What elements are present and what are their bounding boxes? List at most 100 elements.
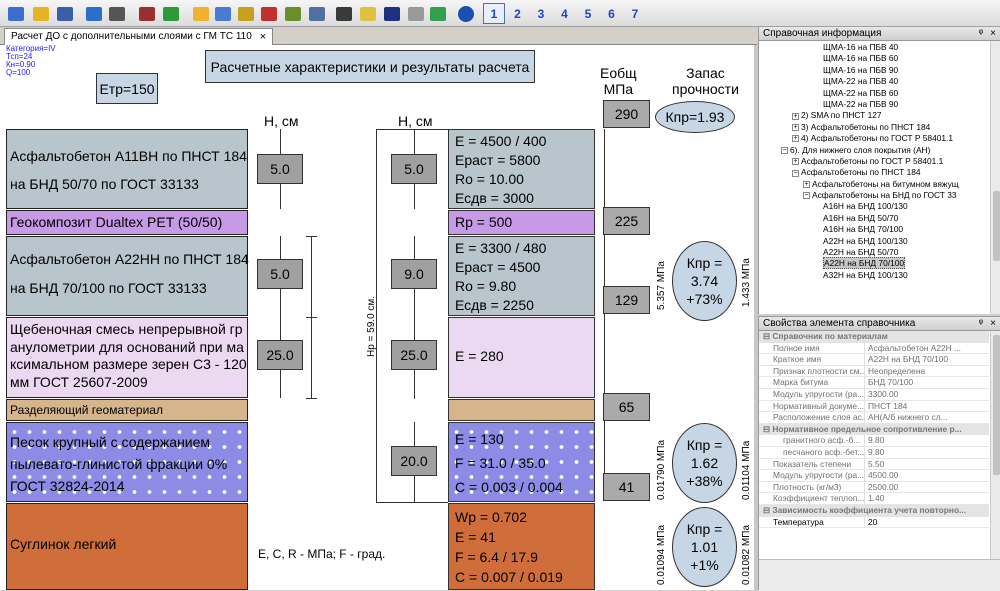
eobsh-value-4: 65 [603,393,650,421]
tree-scrollbar[interactable] [990,41,1000,314]
tree-item[interactable]: А16Н на БНД 70/100 [823,224,904,235]
units-note: E, C, R - МПа; F - град. [258,547,386,561]
property-category[interactable]: ⊟ Справочник по материалам [759,331,989,343]
property-row[interactable]: Плотность (кг/м3)2500.00 [759,481,989,494]
pin-icon[interactable]: ᵠ [978,28,984,39]
property-row[interactable]: Расположение слоя ас...АН(А/б нижнего сл… [759,412,989,424]
collapse-icon[interactable]: − [803,192,810,200]
property-row[interactable]: Модуль упругости (ра...3300.00 [759,388,989,401]
tree-item[interactable]: −Асфальтобетоны на БНД по ГОСТ 33 [803,190,957,201]
tree-item[interactable]: А32Н на БНД 100/130 [823,269,908,280]
expand-icon[interactable]: + [792,158,799,166]
expand-icon[interactable]: + [792,124,799,132]
expand-icon[interactable]: + [803,180,810,188]
weather-icon[interactable] [190,3,211,24]
tree-item[interactable]: −Асфальтобетоны по ПНСТ 184 [792,167,921,178]
check-1-right: 1.433 МПа [741,258,752,307]
save-icon[interactable] [54,3,75,24]
canvas-scrollbar[interactable] [754,45,758,590]
checkbox-icon[interactable] [427,3,448,24]
refresh-icon[interactable] [160,3,181,24]
layer-2-box[interactable]: Геокомпозит Dualtex PET (50/50) [6,210,248,235]
tree-item[interactable]: ЩМА-22 на ПБВ 90 [823,98,899,109]
info-category: Категория=IV [6,45,56,53]
tree-item[interactable]: +Асфальтобетоны на битумном вяжущ [803,178,959,189]
property-description [759,559,1000,591]
check-2-ellipse: Кпр = 1.62+38% [672,423,737,503]
tree-item[interactable]: +4) Асфальтобетоны по ГОСТ Р 58401.1 [792,133,954,144]
page-button-1[interactable]: 1 [483,3,505,24]
tree-item[interactable]: А16Н на БНД 50/70 [823,212,899,223]
wheel-icon[interactable] [258,3,279,24]
tree-item[interactable]: ЩМА-16 на ПБВ 60 [823,53,899,64]
expand-icon[interactable]: + [792,112,799,120]
reference-panel: Справочная информация ᵠ× ЩМА-16 на ПБВ 4… [758,27,1000,314]
property-row[interactable]: песчаного асф.-бет...9.80 [759,446,989,459]
export-icon[interactable] [83,3,104,24]
page-button-5[interactable]: 5 [584,6,592,21]
print-icon[interactable] [106,3,127,24]
collapse-icon[interactable]: − [781,146,788,154]
tree-item[interactable]: А22Н на БНД 100/130 [823,235,908,246]
close-icon[interactable]: × [990,28,996,39]
property-row[interactable]: Коэффициент теплоп...1.40 [759,493,989,505]
page-button-4[interactable]: 4 [561,6,568,21]
expand-icon[interactable]: + [792,135,799,143]
property-row[interactable]: гранитного асф.-б...9.80 [759,435,989,447]
tree-item[interactable]: +3) Асфальтобетоны по ПНСТ 184 [792,121,931,132]
property-category[interactable]: ⊟ Зависимость коэффициента учета повторн… [759,504,989,517]
page-button-7[interactable]: 7 [631,6,639,21]
calculator-icon[interactable] [306,3,327,24]
props-scrollbar[interactable] [990,331,1000,559]
truck-icon[interactable] [235,3,256,24]
property-category[interactable]: ⊟ Нормативное предельное сопротивление р… [759,423,989,436]
eobsh-value-3: 129 [603,286,650,314]
tree-item[interactable]: +2) SMA по ПНСТ 127 [792,110,882,121]
tree-item[interactable]: ЩМА-22 на ПБВ 60 [823,87,899,98]
document-tab[interactable]: Расчет ДО с дополнительными слоями с ГМ … [4,28,274,45]
layout-icon[interactable] [381,3,402,24]
load-icon[interactable] [212,3,233,24]
tree-item[interactable]: А22Н на БНД 50/70 [823,247,899,258]
tree-item[interactable]: ЩМА-16 на ПБВ 90 [823,64,899,75]
page-button-6[interactable]: 6 [608,6,615,21]
layer-7-box[interactable]: Суглинок легкий [6,503,248,590]
collapse-icon[interactable]: − [792,169,799,177]
layer-5-props [448,399,595,421]
pin-icon[interactable]: ᵠ [978,318,984,329]
open-folder-icon[interactable] [30,3,51,24]
page-button-2[interactable]: 2 [514,6,521,21]
tree-item[interactable]: ЩМА-22 на ПБВ 40 [823,76,899,87]
property-row[interactable]: Признак плотности см...Неопределена [759,365,989,378]
close-icon[interactable]: × [259,31,267,43]
property-row[interactable]: Нормативный докуме...ПНСТ 184 [759,400,989,413]
tree-item[interactable]: −6). Для нижнего слоя покрытия (АН) [781,144,931,155]
tree-item[interactable]: ЩМА-16 на ПБВ 40 [823,42,899,52]
layer-5-box[interactable]: Разделяющий геоматериал [6,399,248,421]
eobsh-value-5: 41 [603,473,650,501]
layers-icon[interactable] [282,3,303,24]
help-icon[interactable] [455,3,476,24]
pencil-icon[interactable] [405,3,426,24]
tree-item[interactable]: +Асфальтобетоны по ГОСТ Р 58401.1 [792,155,944,166]
color-fill-icon[interactable] [357,3,378,24]
new-file-icon[interactable] [5,3,26,24]
close-icon[interactable]: × [990,318,996,329]
tree-item[interactable]: А22Н на БНД 70/100 [823,257,906,270]
monitor-icon[interactable] [333,3,354,24]
material-book-icon[interactable] [136,3,157,24]
etr-value: Етр=150 [96,73,158,104]
property-row[interactable]: Модуль упругости (ра...4500.00 [759,470,989,482]
page-button-3[interactable]: 3 [537,6,545,21]
layer-1-calc-thickness: 5.0 [391,154,437,184]
tree-item[interactable]: А16Н на БНД 100/130 [823,201,908,212]
